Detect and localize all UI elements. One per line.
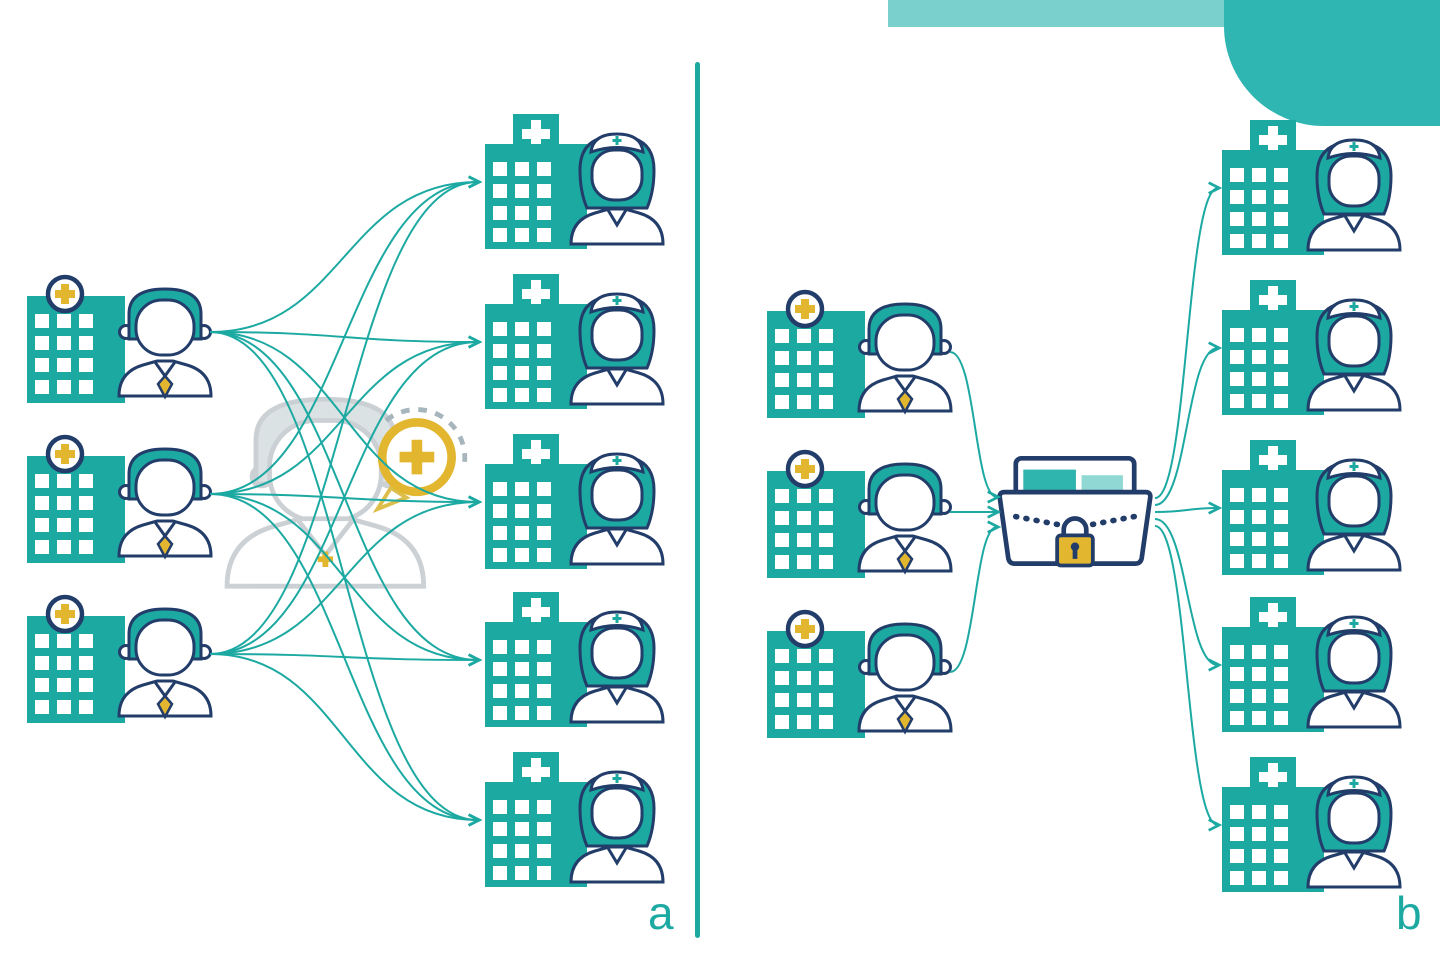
hospital-nurse-icon [485,590,665,730]
hospital-nurse-icon [485,272,665,412]
top-decoration-bar [888,0,1228,27]
hospital-nurse-glyph [1222,118,1402,258]
hospital-doctor-icon [765,445,955,580]
hospital-nurse-icon [1222,595,1402,735]
hospital-nurse-glyph [1222,595,1402,735]
doctor-with-medical-search-bubble-icon [200,380,470,592]
panel-a-label: a [648,887,674,939]
panel-b-label: b [1396,887,1422,939]
hospital-doctor-glyph [765,285,955,420]
outbound-arrows-panel-b [1154,188,1218,825]
hospital-doctor-glyph [765,445,955,580]
hospital-nurse-glyph [1222,438,1402,578]
hospital-nurse-icon [485,112,665,252]
locked-folder-icon [995,432,1155,573]
hospital-nurse-glyph [485,590,665,730]
hospital-doctor-glyph [765,605,955,740]
hospital-nurse-glyph [485,272,665,412]
hospital-doctor-glyph [25,430,215,565]
hospital-nurse-icon [1222,278,1402,418]
inbound-arrows-panel-b [949,351,997,673]
hospital-nurse-glyph [485,750,665,890]
consult-doctor-glyph [200,380,470,592]
hospital-doctor-icon [765,285,955,420]
hospital-doctor-glyph [25,270,215,405]
hospital-nurse-glyph [1222,755,1402,895]
hospital-nurse-icon [485,750,665,890]
hospital-doctor-icon [25,430,215,565]
panel-divider [695,62,700,938]
hospital-nurse-icon [1222,755,1402,895]
hospital-doctor-glyph [25,590,215,725]
hospital-nurse-glyph [485,432,665,572]
top-right-corner-shape [1224,0,1440,126]
hospital-doctor-icon [765,605,955,740]
hospital-doctor-icon [25,590,215,725]
hospital-nurse-icon [1222,438,1402,578]
hospital-nurse-glyph [485,112,665,252]
hospital-doctor-icon [25,270,215,405]
locked-folder-glyph [995,432,1155,573]
hospital-nurse-glyph [1222,278,1402,418]
hospital-nurse-icon [1222,118,1402,258]
hospital-nurse-icon [485,432,665,572]
